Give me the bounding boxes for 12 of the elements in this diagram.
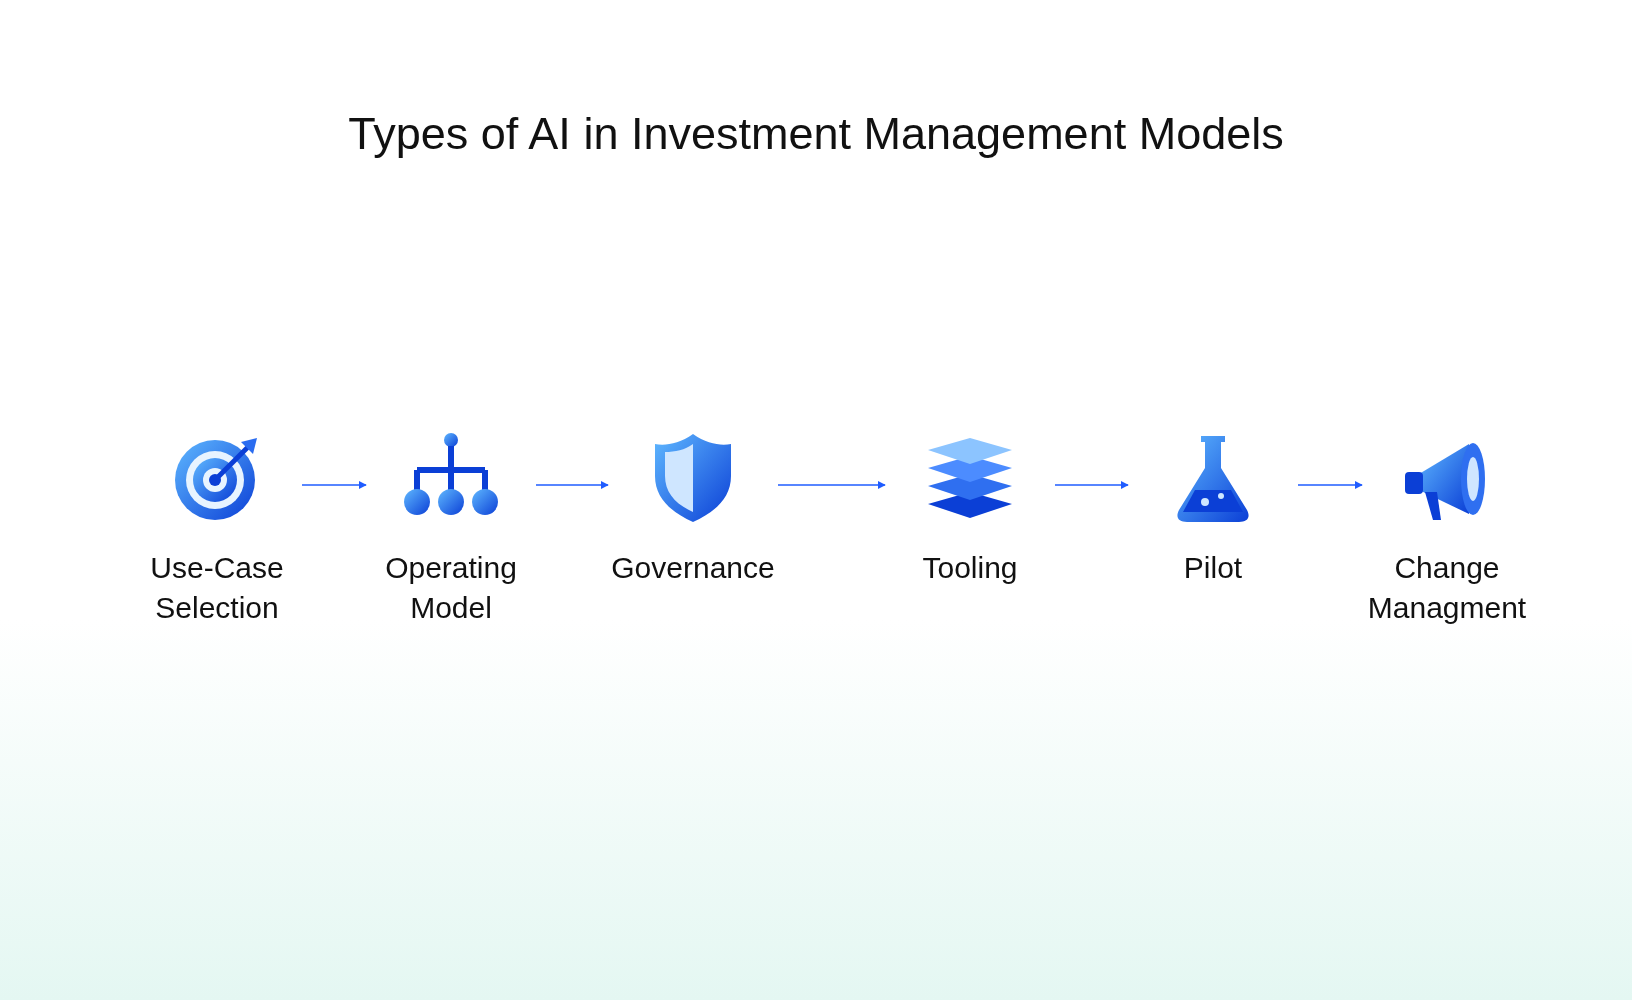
step-label: Use-Case Selection [149,550,285,626]
step-label: Pilot [1182,550,1244,586]
arrow [535,481,609,489]
step-label: Governance [610,550,776,586]
step-label: Operating Model [384,550,518,626]
step-label: Tooling [921,550,1019,586]
arrow [1054,481,1129,489]
diagram-title: Types of AI in Investment Management Models [347,108,1285,160]
arrow [777,481,886,489]
arrow [301,481,367,489]
step-label: Change Managment [1366,550,1528,626]
arrow [1297,481,1363,489]
